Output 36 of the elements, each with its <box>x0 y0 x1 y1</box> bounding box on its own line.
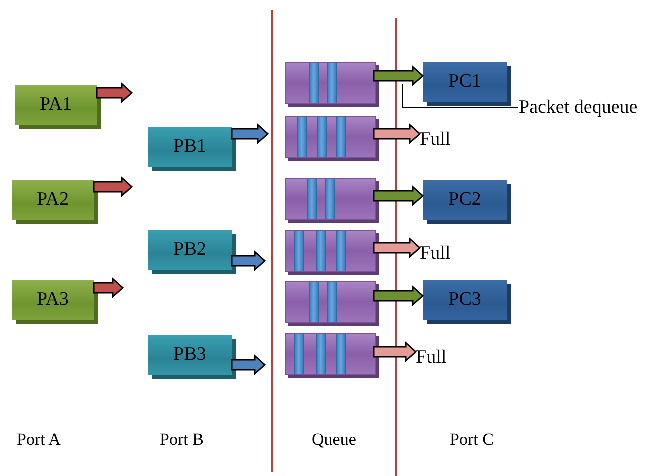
block-arrow <box>96 82 134 104</box>
queue-buffer <box>285 333 376 375</box>
port-box: PA2 <box>12 180 94 220</box>
block-arrow <box>373 123 422 145</box>
block-arrow <box>231 354 266 376</box>
status-text: Full <box>420 130 451 149</box>
status-text: Full <box>420 244 451 263</box>
block-arrow <box>373 65 424 87</box>
status-text: Full <box>416 348 447 367</box>
column-label: Queue <box>312 430 356 450</box>
queue-buffer <box>285 178 376 220</box>
port-box: PB3 <box>148 335 232 375</box>
block-arrow <box>373 341 418 363</box>
callout-text: Packet dequeue <box>519 98 638 117</box>
queue-buffer <box>285 62 376 104</box>
column-label: Port B <box>160 430 204 450</box>
queue-buffer <box>285 116 376 158</box>
leader-line <box>402 84 518 108</box>
port-box: PB2 <box>148 230 232 270</box>
block-arrow <box>231 250 266 272</box>
block-arrow <box>93 176 134 198</box>
block-arrow <box>93 277 124 299</box>
port-box: PC1 <box>423 62 507 102</box>
port-box: PC2 <box>423 180 507 220</box>
queue-buffer <box>285 281 376 323</box>
block-arrow <box>373 237 422 259</box>
block-arrow <box>231 123 270 145</box>
port-box: PC3 <box>423 280 507 320</box>
block-arrow <box>373 285 424 307</box>
column-label: Port C <box>450 430 494 450</box>
port-box: PA3 <box>12 280 94 320</box>
port-box: PB1 <box>148 127 232 167</box>
column-label: Port A <box>17 430 61 450</box>
block-arrow <box>373 185 424 207</box>
port-box: PA1 <box>15 85 97 125</box>
queue-buffer <box>285 230 376 272</box>
